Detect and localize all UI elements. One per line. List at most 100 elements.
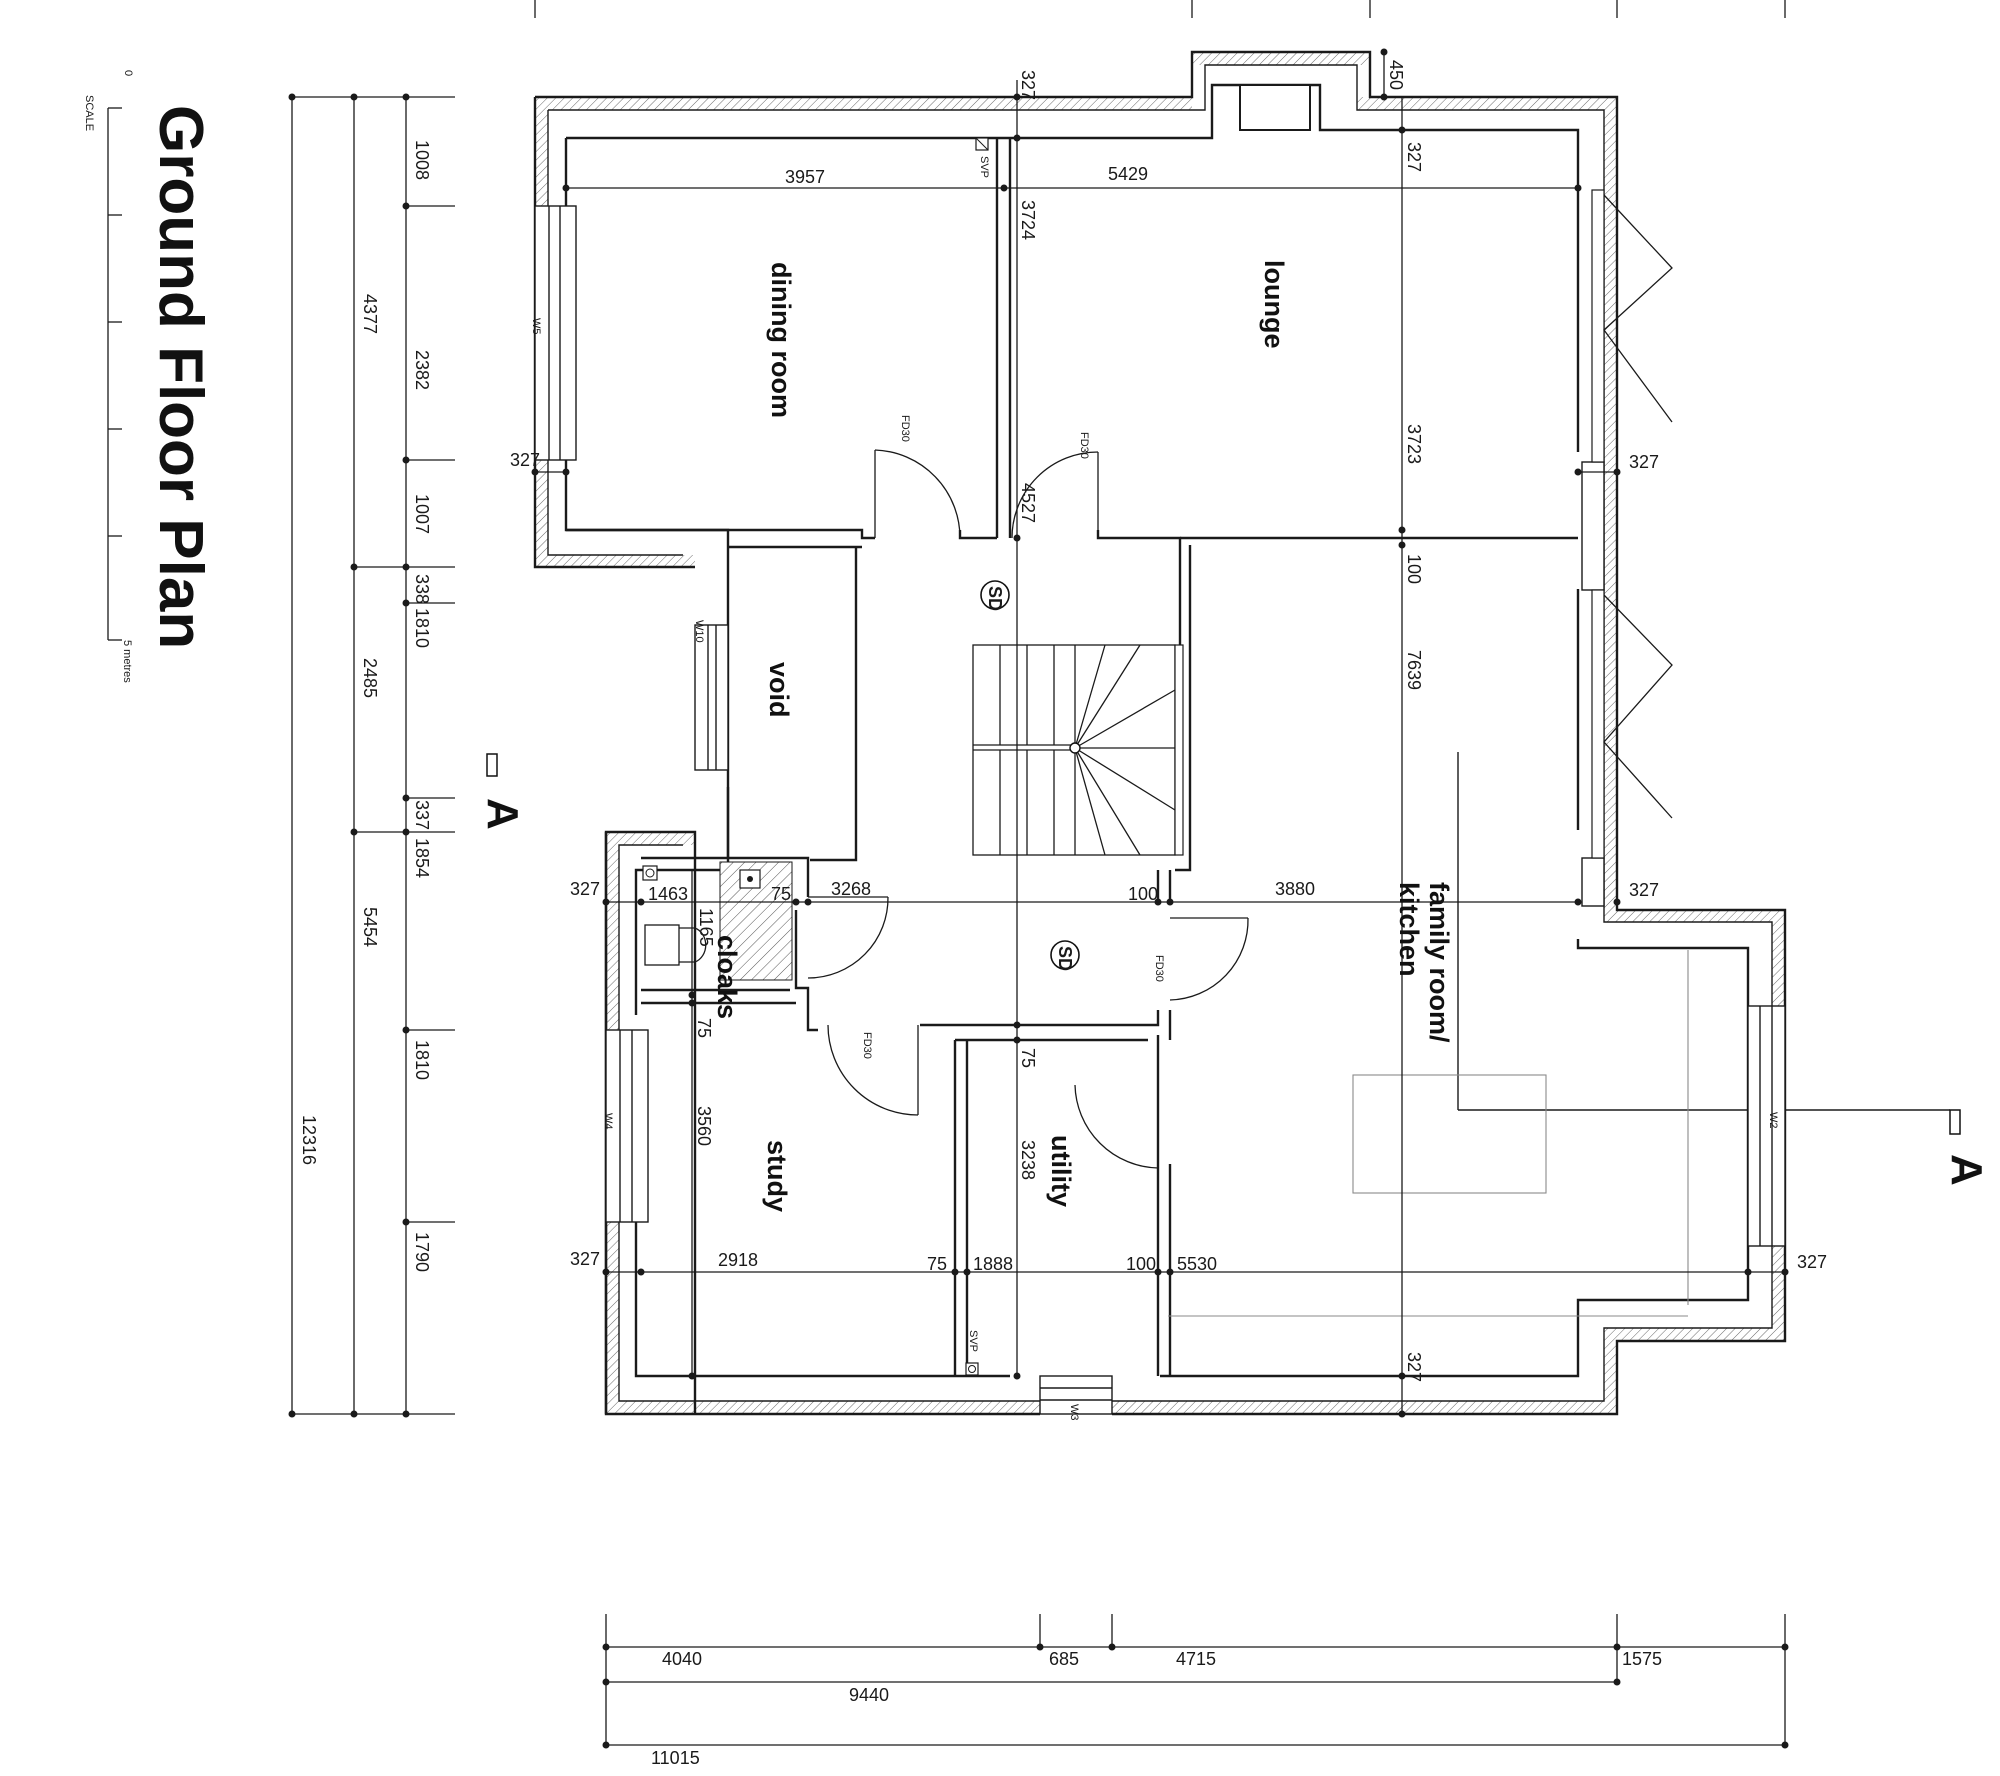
window-w10: W10 (693, 620, 729, 771)
internal-doors: FD30 FD30 FD30 FD30 (807, 415, 1249, 1169)
dim-left-inner-7: 1854 (412, 838, 432, 878)
door-utility (1074, 1084, 1159, 1169)
room-label-family-1: family room/ (1424, 882, 1454, 1043)
window-w5-label: W5 (530, 318, 542, 335)
dim-left-inner-6: 337 (412, 800, 432, 830)
interior-dimension-lines: 3957 5429 327 3724 4527 75 3238 450 327 … (510, 48, 1827, 1418)
room-label-family-2: kitchen (1394, 882, 1424, 977)
scale-start: 0 (122, 70, 134, 76)
dim-left-327-a: 327 (510, 450, 540, 470)
window-w10-label: W10 (693, 620, 705, 643)
room-label-study: study (762, 1140, 792, 1212)
dim-left-outer: 12316 (299, 1115, 319, 1165)
dim-left-inner-4: 338 (412, 574, 432, 604)
window-w3-label: W3 (1068, 1404, 1080, 1421)
dim-left-327-c: 327 (570, 1249, 600, 1269)
room-label-cloaks: cloaks (712, 935, 742, 1019)
door-dining: FD30 (874, 415, 961, 539)
door-lounge-fd30: FD30 (1078, 432, 1090, 459)
room-label-lounge: lounge (1259, 260, 1289, 349)
internal-walls (566, 138, 1578, 1376)
dim-100-lounge: 100 (1404, 554, 1424, 584)
dim-3724: 3724 (1018, 200, 1038, 240)
dim-left-inner-3: 1007 (412, 494, 432, 534)
dim-2918: 2918 (718, 1250, 758, 1270)
dim-right-327-b: 327 (1629, 880, 1659, 900)
drawing-title: Ground Floor Plan (146, 105, 215, 649)
dim-left-inner-8: 1810 (412, 1040, 432, 1080)
scale-bar: SCALE 0 5 metres (83, 70, 134, 683)
door-dining-fd30: FD30 (899, 415, 911, 442)
staircase (972, 644, 1184, 856)
dim-100-hall: 100 (1128, 884, 1158, 904)
dim-3268: 3268 (831, 879, 871, 899)
dim-right-327-a: 327 (1629, 452, 1659, 472)
smoke-detector-lower-label: SD (1055, 946, 1075, 971)
dim-3957: 3957 (785, 167, 825, 187)
scale-label: SCALE (83, 95, 95, 131)
dim-left-inner-1: 1008 (412, 140, 432, 180)
dim-5530: 5530 (1177, 1254, 1217, 1274)
dim-top-327: 327 (1018, 70, 1038, 100)
top-reference-ticks (534, 0, 1786, 18)
door-family-fd30: FD30 (1153, 955, 1165, 982)
dim-1888: 1888 (973, 1254, 1013, 1274)
window-w2: W2 (1747, 1005, 1786, 1247)
door-family: FD30 (1153, 917, 1249, 1001)
bifold-doors (1581, 189, 1673, 907)
dim-75-utility: 75 (927, 1254, 947, 1274)
smoke-detector-lower: SD (1050, 940, 1080, 971)
room-label-void: void (764, 662, 794, 718)
dim-lounge-327: 327 (1404, 142, 1424, 172)
dim-left-inner-2: 2382 (412, 350, 432, 390)
dim-left-327-b: 327 (570, 879, 600, 899)
dim-left-inner-5: 1810 (412, 608, 432, 648)
kitchen-fittings (1168, 950, 1689, 1317)
smoke-detectors: SD SD (980, 580, 1080, 971)
dim-left-mid-1: 4377 (360, 294, 380, 334)
section-marker-right: A (1457, 752, 1991, 1186)
windows: W5 W10 W4 W3 W2 (530, 205, 1786, 1421)
dim-bottom-2: 685 (1049, 1649, 1079, 1669)
dim-right-327-c: 327 (1797, 1252, 1827, 1272)
scale-end: 5 metres (121, 640, 133, 683)
drawing-title-group: Ground Floor Plan (146, 105, 215, 649)
svp-markers: SVP SVP (965, 137, 990, 1376)
svp-label-bottom: SVP (967, 1330, 979, 1352)
dim-75-cloaks: 75 (771, 884, 791, 904)
dim-1463: 1463 (648, 884, 688, 904)
dim-bottom-3: 4715 (1176, 1649, 1216, 1669)
section-label-left: A (478, 798, 527, 830)
door-study-fd30: FD30 (861, 1032, 873, 1059)
dim-left-inner-9: 1790 (412, 1232, 432, 1272)
dim-4527: 4527 (1018, 483, 1038, 523)
bottom-dimension-chains: 4040 685 4715 1575 9440 11015 (602, 1614, 1789, 1768)
dim-3560: 3560 (694, 1106, 714, 1146)
room-label-utility: utility (1046, 1135, 1076, 1207)
room-labels: dining room lounge void cloaks study uti… (712, 260, 1454, 1212)
dim-3238: 3238 (1018, 1140, 1038, 1180)
smoke-detector-upper: SD (980, 580, 1010, 611)
door-cloaks (807, 896, 889, 979)
window-w3: W3 (1039, 1375, 1113, 1421)
room-label-dining: dining room (766, 262, 796, 418)
section-label-right: A (1942, 1154, 1991, 1186)
dim-450: 450 (1386, 60, 1406, 90)
dim-bottom-row3: 11015 (651, 1748, 700, 1768)
dim-left-mid-2: 2485 (360, 658, 380, 698)
dim-5429: 5429 (1108, 164, 1148, 184)
dim-7639: 7639 (1404, 650, 1424, 690)
smoke-detector-upper-label: SD (985, 586, 1005, 611)
dim-1165: 1165 (696, 908, 716, 947)
dim-3723: 3723 (1404, 424, 1424, 464)
cloaks-fittings (642, 861, 793, 981)
door-study: FD30 (827, 1024, 919, 1116)
window-w4-label: W4 (602, 1113, 614, 1130)
dim-3880: 3880 (1275, 879, 1315, 899)
left-dimension-chains: 12316 4377 2485 5454 1008 2382 1007 338 (288, 93, 455, 1418)
dim-bottom-row2: 9440 (849, 1685, 889, 1705)
dim-100-utility: 100 (1126, 1254, 1156, 1274)
dim-bottom-4: 1575 (1622, 1649, 1662, 1669)
dim-bottom-1: 4040 (662, 1649, 702, 1669)
window-w4: W4 (602, 1029, 649, 1223)
